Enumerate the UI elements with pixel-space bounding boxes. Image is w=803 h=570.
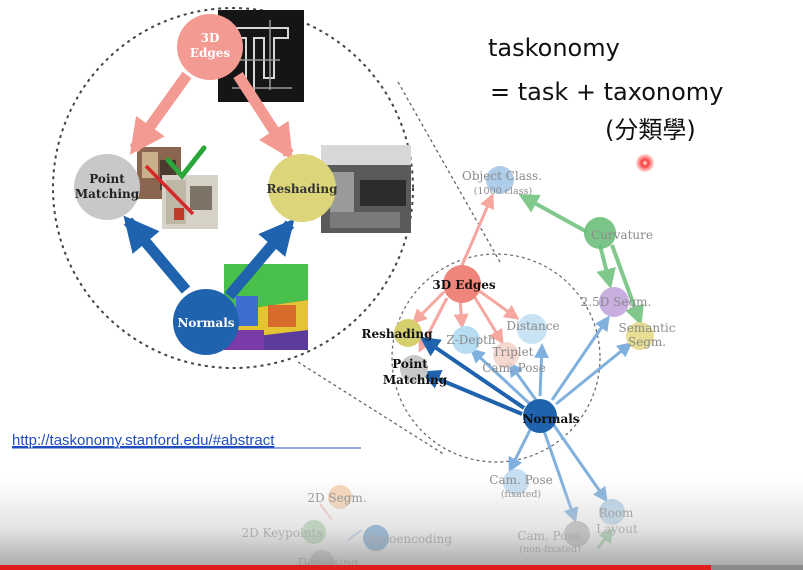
label-triplet-1: Triplet xyxy=(492,345,533,359)
node-semantic-segm xyxy=(626,322,654,350)
edge-normals-point xyxy=(420,369,523,416)
edge-edges-triplet xyxy=(472,295,504,345)
node-triplet xyxy=(493,342,519,368)
arrow-edges-to-reshading xyxy=(233,72,294,160)
label-campose-fix-sub: (fixated) xyxy=(501,489,541,500)
node-z-depth xyxy=(452,326,480,354)
zoom-node-normals xyxy=(173,289,239,355)
zoom-node-point-matching xyxy=(74,154,140,220)
node-reshading xyxy=(394,319,422,347)
label-2d-segm: 2D Segm. xyxy=(307,491,366,505)
graph-focus-circle xyxy=(391,253,601,463)
edge-normals-25d xyxy=(550,315,610,401)
node-3d-edges xyxy=(443,265,481,303)
label-autoencoding: Autoencoding xyxy=(367,532,452,546)
node-distance xyxy=(517,314,547,344)
label-2-5d-segm: 2.5D Segm. xyxy=(581,295,652,309)
cross-slash-icon xyxy=(144,164,195,216)
label-3d-edges: 3D Edges xyxy=(432,278,495,292)
recording-dot-icon xyxy=(636,154,654,172)
node-object-class xyxy=(486,166,514,194)
edge-edges-distance xyxy=(477,288,520,320)
edge-normals-reshading xyxy=(419,336,526,410)
label-2d-keypoints: 2D Keypoints xyxy=(241,526,322,540)
taskonomy-link[interactable]: http://taskonomy.stanford.edu/#abstract xyxy=(12,432,275,449)
label-semantic-2: Segm. xyxy=(628,335,666,349)
node-point-matching xyxy=(400,355,428,383)
edge-edges-point xyxy=(418,297,449,353)
zoom-label-normals: Normals xyxy=(177,316,234,330)
point-matching-thumbnail-b xyxy=(162,175,218,229)
normals-thumbnail xyxy=(224,264,308,350)
node-normals xyxy=(523,399,557,433)
edge-normals-triplet xyxy=(508,361,538,401)
zoom-circle xyxy=(52,7,414,369)
edge-edges-reshading xyxy=(411,290,446,325)
arrow-normals-to-reshading xyxy=(224,218,295,300)
zoom-label-3d-edges-1: 3D xyxy=(201,31,220,45)
node-curvature xyxy=(584,217,616,249)
arrow-normals-to-point xyxy=(123,215,191,294)
edge-normals-campose-fix xyxy=(508,425,534,473)
edge-normals-zdepth xyxy=(469,347,532,406)
edge-normals-distance xyxy=(534,343,550,397)
video-progress-bar[interactable] xyxy=(0,565,803,570)
label-triplet-2: Cam. Pose xyxy=(482,361,545,375)
label-room-2: Layout xyxy=(596,522,638,536)
edge-edges-object xyxy=(458,193,495,271)
label-normals: Normals xyxy=(522,412,579,426)
zoom-inset: 3D Edges Point Matching Reshading Normal… xyxy=(52,7,414,369)
edge-curvature-semantic xyxy=(610,244,644,326)
label-room-1: Room xyxy=(599,506,634,520)
label-point-1: Point xyxy=(392,357,428,371)
label-campose-nonfix-sub: (non-fixated) xyxy=(519,544,580,555)
title-line-1: taskonomy xyxy=(488,34,620,62)
zoom-connector-top xyxy=(397,81,501,263)
zoom-label-point-1: Point xyxy=(89,172,125,186)
checkmark-icon xyxy=(165,145,207,180)
zoom-label-point-2: Matching xyxy=(75,187,140,201)
label-curvature: Curvature xyxy=(591,228,653,242)
title-line-3: (分類學) xyxy=(605,116,696,144)
zoom-node-3d-edges xyxy=(177,14,243,80)
edge-normals-room xyxy=(551,423,608,503)
edge-denoise-auto xyxy=(347,529,363,541)
zoom-connector-bottom xyxy=(297,361,446,456)
label-object-class: Object Class. xyxy=(462,169,542,183)
label-semantic-1: Semantic xyxy=(619,321,676,335)
label-z-depth: Z-Depth xyxy=(446,333,496,347)
edge-curvature-25d xyxy=(596,244,616,289)
video-progress-fill xyxy=(0,565,711,570)
node-2-5d-segm xyxy=(599,287,629,317)
label-campose-fix: Cam. Pose xyxy=(489,473,552,487)
zoom-node-reshading xyxy=(268,154,336,222)
zoom-label-reshading: Reshading xyxy=(267,182,339,196)
edge-normals-semantic xyxy=(555,342,633,406)
label-object-class-sub: (1000 class) xyxy=(474,186,532,197)
label-distance: Distance xyxy=(506,319,559,333)
edge-keypoints-2dsegm xyxy=(319,503,333,521)
label-reshading: Reshading xyxy=(362,327,434,341)
arrow-edges-to-point xyxy=(129,71,192,155)
label-point-2: Matching xyxy=(383,373,448,387)
label-campose-nonfix: Cam. Pose xyxy=(517,529,580,543)
edge-curvature-object xyxy=(518,194,588,234)
reshading-thumbnail xyxy=(321,145,411,233)
zoom-label-3d-edges-2: Edges xyxy=(190,46,231,60)
title-line-2: = task + taxonomy xyxy=(490,78,723,106)
